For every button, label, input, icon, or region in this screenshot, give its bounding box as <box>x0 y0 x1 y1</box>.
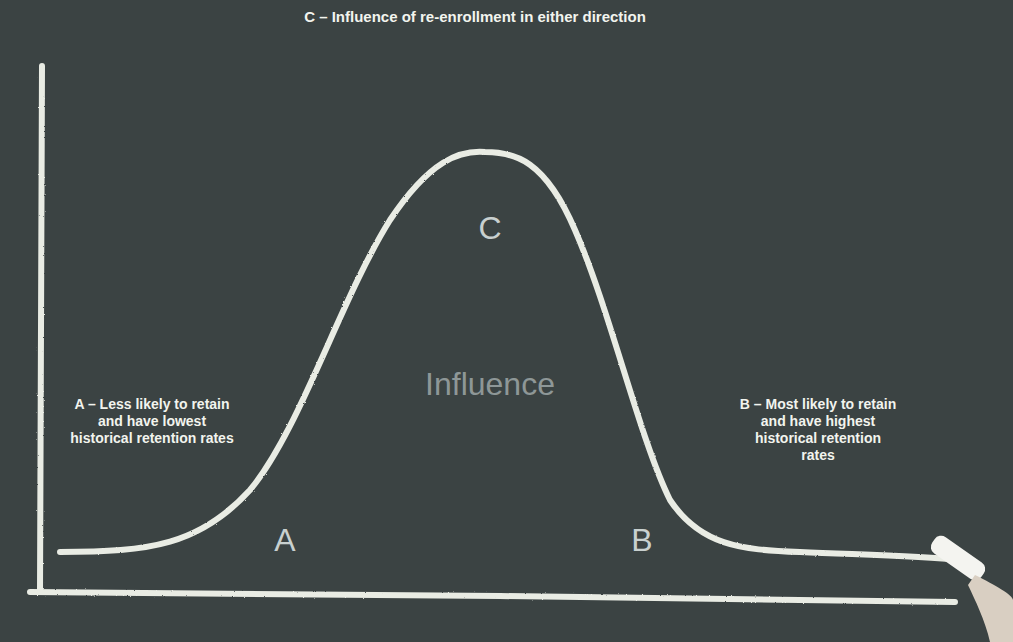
chart-title: C – Influence of re-enrollment in either… <box>215 8 735 25</box>
peak-letter: C <box>455 210 525 246</box>
bell-curve <box>60 152 960 560</box>
area-label: Influence <box>390 366 590 402</box>
chalk-hand <box>928 533 1013 642</box>
region-note: B – Most likely to retain and have highe… <box>738 396 898 464</box>
y-axis <box>40 66 42 592</box>
region-letter: A <box>255 522 315 558</box>
region-note: A – Less likely to retain and have lowes… <box>66 396 238 447</box>
region-letter: B <box>612 522 672 558</box>
x-axis <box>30 592 955 602</box>
